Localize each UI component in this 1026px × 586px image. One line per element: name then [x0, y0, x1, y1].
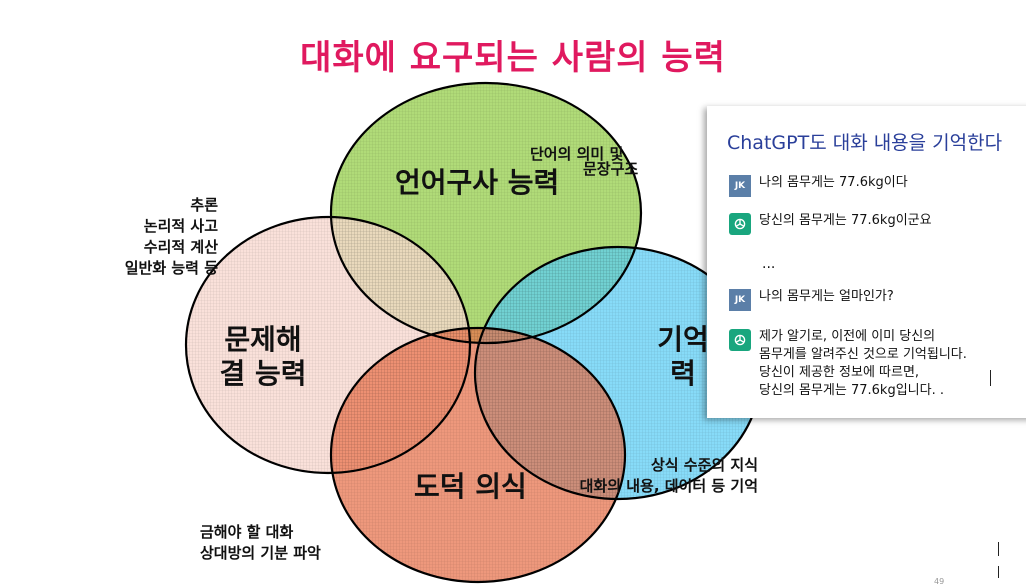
- chatgpt-panel: ChatGPT도 대화 내용을 기억한다 JK 나의 몸무게는 77.6kg이다…: [707, 106, 1026, 418]
- language-note: 단어의 의미 및 문장구조: [530, 144, 638, 180]
- language-label: 언어구사 능력: [395, 166, 560, 199]
- memory-label: 기억 력: [628, 323, 738, 390]
- problem-note: 추론 논리적 사고 수리적 계산 일반화 능력 등: [60, 195, 218, 279]
- page-number: 49: [934, 577, 945, 586]
- chatgpt-logo-icon: [729, 213, 751, 235]
- chat-message-text: 제가 알기로, 이전에 이미 당신의 몸무게를 알려주신 것으로 기억됩니다. …: [759, 328, 967, 400]
- ethics-note-line: 상대방의 기분 파악: [200, 544, 321, 562]
- chat-message-line: 제가 알기로, 이전에 이미 당신의: [759, 329, 936, 344]
- chatgpt-logo-icon: [729, 329, 751, 351]
- language-note-line: 문장구조: [583, 160, 639, 178]
- problem-label: 문제해 결 능력: [208, 323, 318, 390]
- divider-tick: [998, 566, 999, 578]
- chat-message-text: 나의 몸무게는 얼마인가?: [759, 289, 894, 304]
- problem-note-line: 수리적 계산: [143, 238, 218, 256]
- ethics-note: 금해야 할 대화 상대방의 기분 파악: [200, 522, 321, 564]
- chat-message-line: 몸무게를 알려주신 것으로 기억됩니다.: [759, 346, 967, 362]
- user-avatar: JK: [729, 289, 751, 311]
- language-note-line: 단어의 의미 및: [530, 145, 624, 163]
- memory-note-line: 대화의 내용, 데이터 등 기억: [579, 477, 758, 495]
- chat-message-assistant: 제가 알기로, 이전에 이미 당신의 몸무게를 알려주신 것으로 기억됩니다. …: [729, 328, 967, 400]
- problem-note-line: 추론: [190, 196, 218, 214]
- chat-message-user: JK 나의 몸무게는 77.6kg이다: [729, 174, 908, 197]
- divider-tick: [998, 542, 999, 556]
- page-title: 대화에 요구되는 사람의 능력: [300, 38, 726, 78]
- problem-label-line1: 문제해: [224, 323, 302, 356]
- problem-note-line: 논리적 사고: [143, 217, 218, 235]
- chat-message-text: 나의 몸무게는 77.6kg이다: [759, 175, 908, 190]
- problem-label-line2: 결 능력: [219, 356, 307, 390]
- problem-note-line: 일반화 능력 등: [124, 259, 218, 277]
- ethics-label: 도덕 의식: [414, 470, 527, 503]
- memory-note-line: 상식 수준의 지식: [650, 456, 758, 474]
- chat-message-text: 당신의 몸무게는 77.6kg이군요: [759, 213, 932, 228]
- user-avatar: JK: [729, 175, 751, 197]
- chat-message-user: JK 나의 몸무게는 얼마인가?: [729, 288, 894, 311]
- language-circle-outline: [329, 81, 643, 345]
- memory-label-line2: 력: [670, 356, 696, 390]
- divider-tick: [990, 370, 991, 386]
- ethics-circle-outline: [329, 326, 627, 584]
- chat-message-line: 당신이 제공한 정보에 따르면,: [759, 364, 920, 380]
- memory-label-line1: 기억: [657, 323, 709, 356]
- chat-ellipsis: ...: [762, 256, 776, 272]
- ethics-note-line: 금해야 할 대화: [200, 523, 294, 541]
- chat-message-assistant: 당신의 몸무게는 77.6kg이군요: [729, 212, 932, 235]
- memory-note: 상식 수준의 지식 대화의 내용, 데이터 등 기억: [500, 455, 758, 497]
- chat-message-line: 당신의 몸무게는 77.6kg입니다. .: [759, 382, 944, 398]
- problem-circle-outline: [184, 215, 472, 475]
- chat-title: ChatGPT도 대화 내용을 기억한다: [727, 132, 1003, 154]
